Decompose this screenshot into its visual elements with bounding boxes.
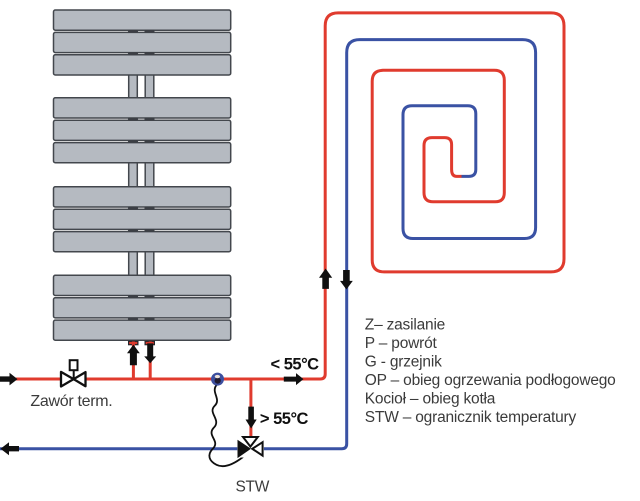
svg-text:Zawór term.: Zawór term. [30,393,112,410]
svg-text:G - grzejnik: G - grzejnik [365,353,442,370]
svg-text:STW: STW [236,479,270,496]
svg-text:STW – ogranicznik temperatury: STW – ogranicznik temperatury [365,409,577,426]
svg-text:Kocioł – obieg kotła: Kocioł – obieg kotła [365,390,496,407]
svg-text:< 55°C: < 55°C [271,355,320,373]
svg-text:Z– zasilanie: Z– zasilanie [365,316,445,333]
svg-text:OP – obieg ogrzewania podłogow: OP – obieg ogrzewania podłogowego [365,372,616,389]
svg-text:> 55°C: > 55°C [260,410,309,428]
svg-text:P – powrót: P – powrót [365,335,438,352]
